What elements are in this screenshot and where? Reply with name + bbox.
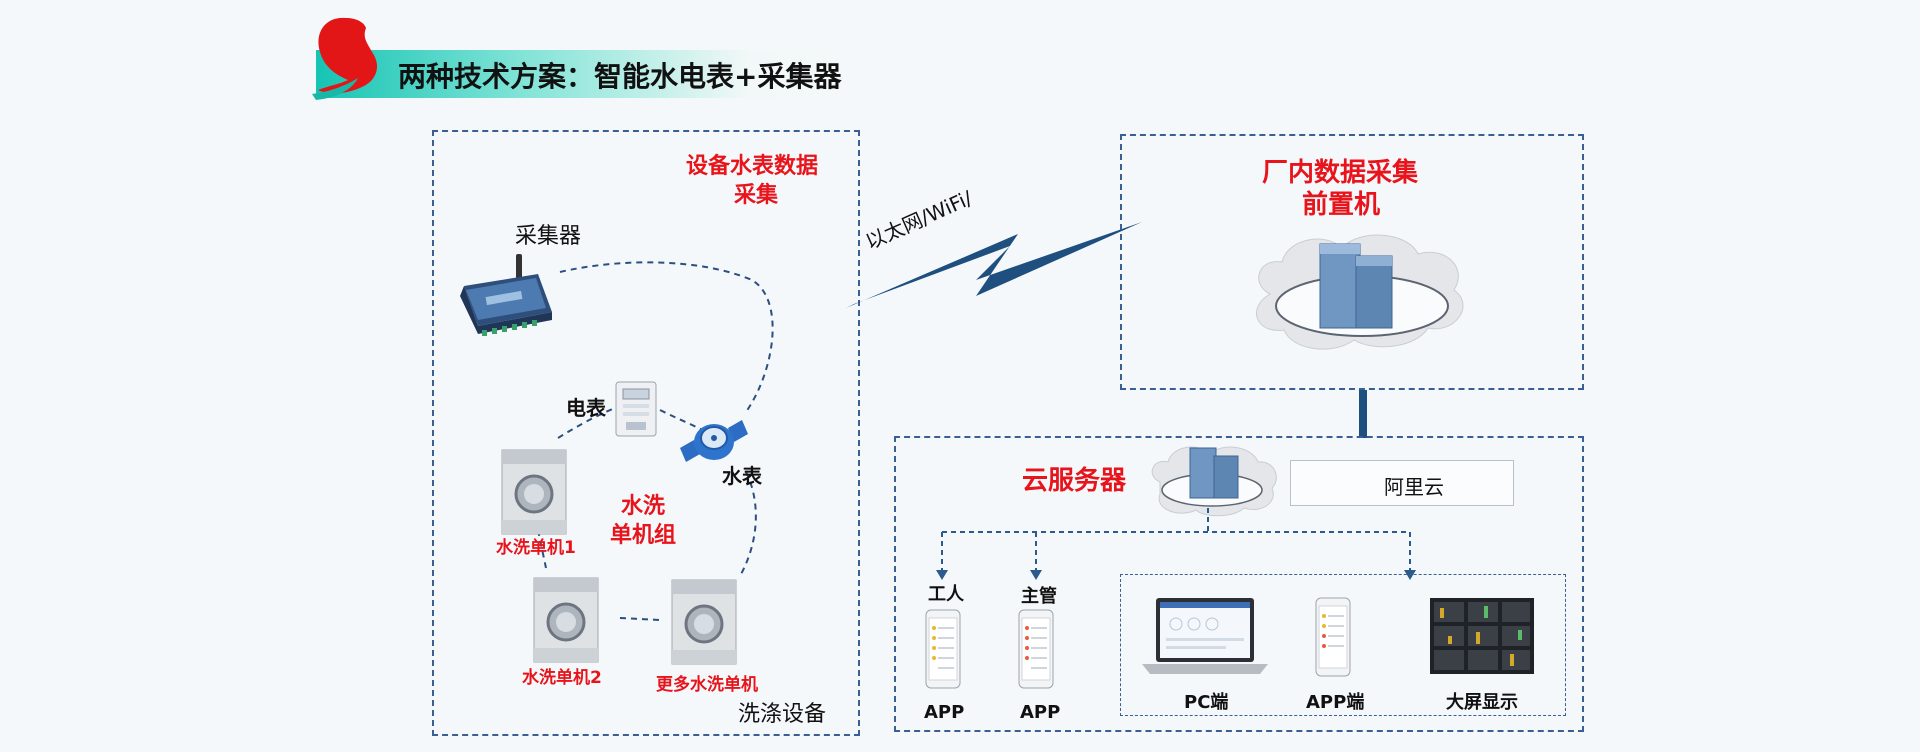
right-top-heading-line1: 厂内数据采集 [1262,158,1419,188]
group-label-line1: 水洗 [621,494,666,519]
machine-3-label: 更多水洗单机 [656,675,758,695]
display-terminals-panel [1120,574,1566,716]
logo-icon [312,17,378,100]
big-screen-label: 大屏显示 [1446,692,1518,713]
group-label-line2: 单机组 [610,523,677,548]
manager-label: 主管 [1021,586,1057,607]
pc-label: PC端 [1184,692,1229,713]
washing-machine-2-icon [533,577,599,663]
panel-connector [1359,390,1367,438]
app-end-label: APP端 [1306,692,1365,713]
right-bottom-panel [894,436,1584,732]
right-top-heading-line2: 前置机 [1302,190,1381,220]
provider-box [1290,460,1514,506]
washing-machine-3-icon [671,579,737,665]
machine-2-label: 水洗单机2 [522,668,602,688]
machine-1-label: 水洗单机1 [496,538,576,558]
worker-label: 工人 [928,584,964,605]
water-meter-label: 水表 [722,464,762,488]
collector-label: 采集器 [515,224,582,249]
elec-meter-label: 电表 [566,396,606,420]
server-cloud-icon [1255,234,1464,350]
left-heading-line2: 采集 [734,183,779,208]
manager-app-label: APP [1020,702,1061,723]
left-panel [432,130,860,736]
provider-label: 阿里云 [1384,475,1444,499]
app-phone-icon [1315,597,1351,677]
cloud-server-icon [1151,446,1277,517]
left-footer-label: 洗涤设备 [738,702,827,727]
water-meter-icon [680,420,748,462]
worker-app-label: APP [924,702,965,723]
pc-laptop-icon [1142,598,1268,674]
worker-phone-icon [925,609,961,689]
manager-phone-icon [1018,609,1054,689]
big-screen-icon [1430,598,1534,674]
cloud-server-label: 云服务器 [1022,466,1127,496]
right-top-panel [1120,134,1584,390]
collector-device-icon [460,254,552,336]
left-heading-line1: 设备水表数据 [686,154,819,179]
page-title: 两种技术方案：智能水电表+采集器 [398,60,842,93]
washing-machine-1-icon [501,449,567,535]
title-banner [316,50,894,98]
electric-meter-icon [615,381,657,437]
